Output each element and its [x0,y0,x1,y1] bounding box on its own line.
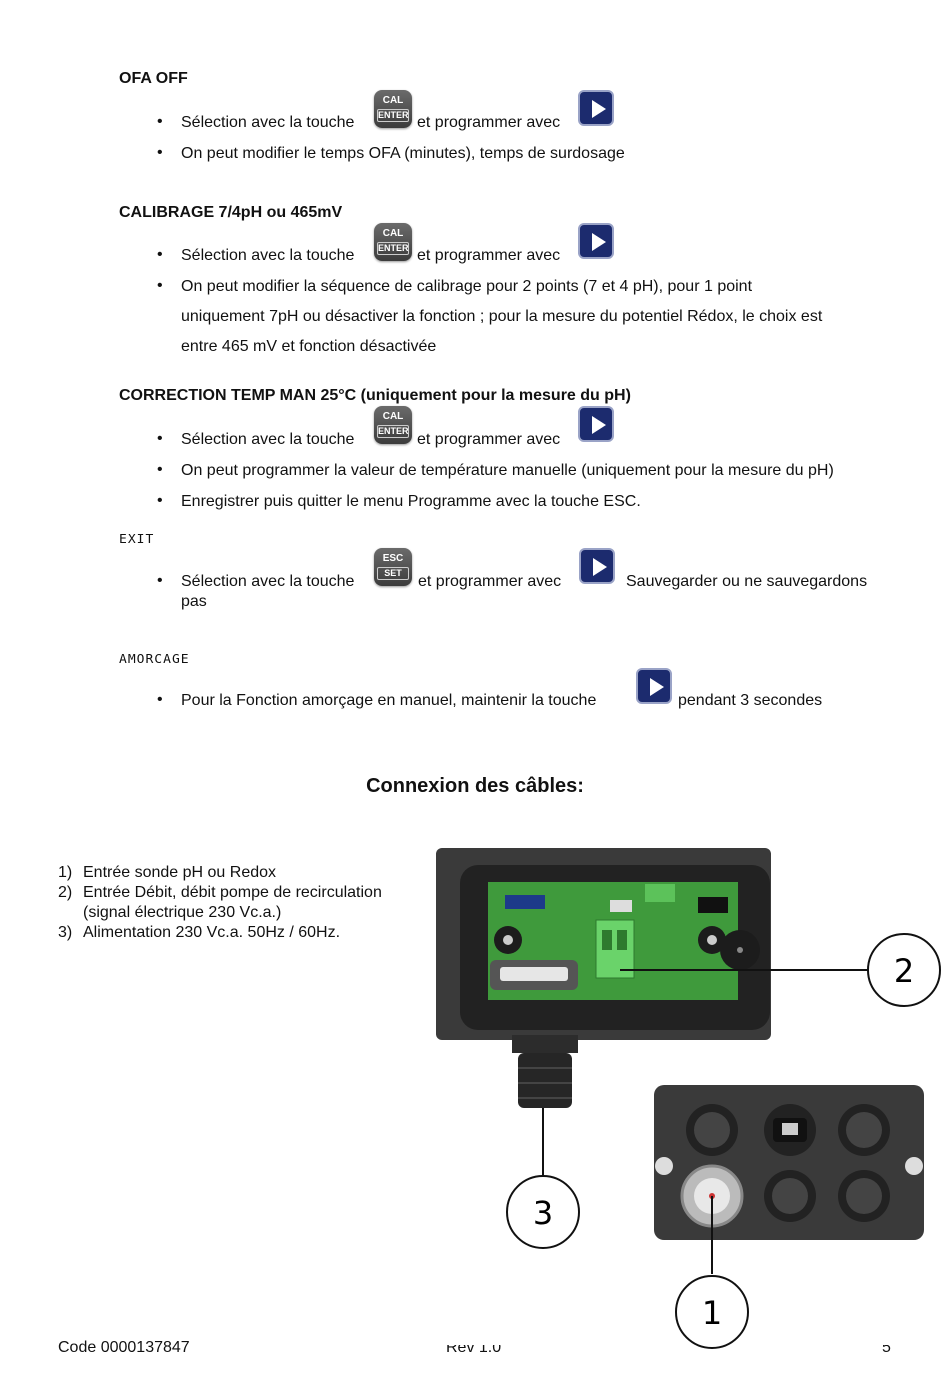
bullet: • [157,691,163,708]
temp-program-text: et programmer avec [417,431,561,448]
exit-program-text: et programmer avec [418,573,562,590]
cables-title: Connexion des câbles: [366,775,584,797]
exit-save-text-cont: pas [181,593,207,610]
callout-3 [506,1175,580,1249]
footer-code: Code 0000137847 [58,1339,190,1356]
svg-text:3: 3 [533,1194,553,1232]
bullet: • [157,277,163,294]
play-key-icon [578,406,614,442]
amorcage-text: Pour la Fonction amorçage en manuel, mai… [181,692,597,709]
footer-page-number: 5 [882,1339,891,1356]
calib-description-line3: entre 465 mV et fonction désactivée [181,338,437,355]
bullet: • [157,492,163,509]
flow-connector [595,919,635,979]
exit-save-text: Sauvegarder ou ne sauvegardons [626,573,868,590]
play-key-icon [578,90,614,126]
bullet: • [157,113,163,130]
section-heading-ofa: OFA OFF [119,70,188,87]
fuse [500,967,568,981]
temp-description: On peut programmer la valeur de températ… [181,462,834,479]
footer-revision: Rev 1.0 [446,1339,502,1356]
temp-select-text: Sélection avec la touche [181,431,355,448]
pcb-connector [645,884,675,902]
calib-program-text: et programmer avec [417,247,561,264]
exit-select-text: Sélection avec la touche [181,573,355,590]
pcb-component [505,895,545,909]
play-key-icon [636,668,672,704]
amorcage-text-post: pendant 3 secondes [678,692,823,709]
section-heading-calibrage: CALIBRAGE 7/4pH ou 465mV [119,204,343,221]
ofa-program-text: et programmer avec [417,114,561,131]
section-heading-amorcage: AMORCAGE [119,652,190,667]
play-key-icon [578,223,614,259]
calib-select-text: Sélection avec la touche [181,247,355,264]
callout-2 [867,933,941,1007]
ofa-select-text: Sélection avec la touche [181,114,355,131]
bullet: • [157,246,163,263]
ofa-description: On peut modifier le temps OFA (minutes),… [181,145,625,162]
bullet: • [157,461,163,478]
section-heading-temp: CORRECTION TEMP MAN 25°C (uniquement pou… [119,387,631,404]
svg-text:1: 1 [702,1294,722,1332]
calib-description-line1: On peut modifier la séquence de calibrag… [181,278,753,295]
pcb-component [610,900,632,912]
bullet: • [157,430,163,447]
calib-description-line2: uniquement 7pH ou désactiver la fonction… [181,308,823,325]
cable-gland [512,1035,578,1053]
play-key-icon [579,548,615,584]
svg-text:2: 2 [894,952,914,990]
bullet: • [157,144,163,161]
section-heading-exit: EXIT [119,532,155,547]
pcb-chip [698,897,728,913]
bullet: • [157,572,163,589]
device-connection-diagram: 2 3 1 [436,848,941,1349]
callout-1 [675,1275,749,1349]
temp-save-text: Enregistrer puis quitter le menu Program… [181,493,641,510]
